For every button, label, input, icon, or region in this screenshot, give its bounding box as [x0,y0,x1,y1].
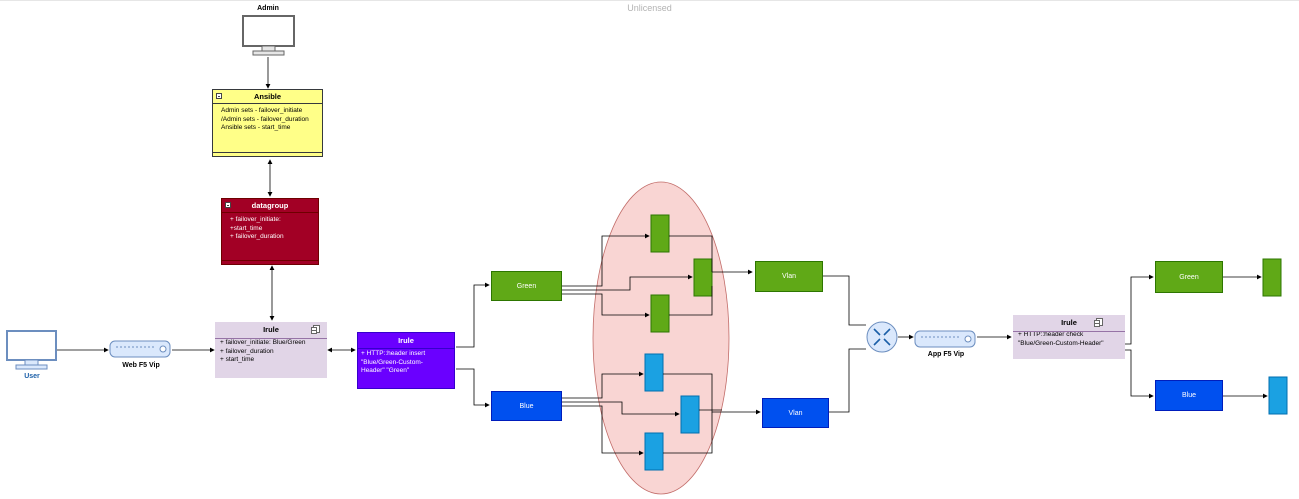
web-f5-vip-device-icon [109,340,171,358]
blue-pool-box[interactable]: Blue [491,391,562,421]
green-vlan-box[interactable]: Vlan [755,261,823,292]
blue-app-pool-box[interactable]: Blue [1155,380,1223,411]
admin-label: Admin [257,5,279,12]
user-monitor-icon [6,330,57,370]
collapse-icon[interactable] [216,93,222,99]
datagroup-attributes: + failover_initiate: +start_time + failo… [230,216,284,240]
irule-header-insert-attributes: + HTTP::header insert "Blue/Green-Custom… [361,350,426,374]
irule-header-insert-divider [358,348,454,349]
web-f5-vip-label: Web F5 Vip [122,362,160,369]
router-icon [866,321,898,353]
irule-header-insert-box[interactable]: Irule + HTTP::header insert "Blue/Green-… [357,332,455,389]
canvas-top-border [0,0,1299,1]
ansible-box[interactable]: Ansible Admin sets - failover_initiate /… [212,89,323,157]
irule-web-title: Irule [263,325,279,334]
blue-vlan-box[interactable]: Vlan [762,398,829,428]
user-label: User [24,373,40,380]
component-icon [1094,318,1103,327]
ansible-attributes: Admin sets - failover_initiate /Admin se… [221,107,309,131]
irule-app-title: Irule [1061,318,1077,327]
irule-web-attributes: + failover_initiate: Blue/Green + failov… [220,339,306,363]
admin-monitor-icon [242,15,295,56]
irule-app-box[interactable]: Irule + HTTP::header check "Blue/Green-C… [1013,315,1125,359]
unlicensed-watermark: Unlicensed [627,3,672,13]
irule-web-divider [215,338,327,339]
collapse-icon[interactable] [225,202,231,208]
irule-app-divider [1013,331,1125,332]
app-f5-vip-device-icon [914,330,976,348]
green-pool-box[interactable]: Green [491,271,562,301]
component-icon [311,325,320,334]
server-icons [644,214,1288,471]
datagroup-box[interactable]: datagroup + failover_initiate: +start_ti… [221,198,319,265]
ansible-divider [213,152,322,153]
app-f5-vip-label: App F5 Vip [927,351,965,358]
connector-lines [57,57,1268,456]
irule-header-insert-title: Irule [398,336,414,345]
green-app-pool-box[interactable]: Green [1155,261,1223,293]
ansible-title: Ansible [253,92,282,101]
datagroup-title: datagroup [251,201,289,210]
datagroup-divider [222,260,318,261]
irule-app-attributes: + HTTP::header check "Blue/Green-Custom-… [1018,331,1104,347]
irule-web-box[interactable]: Irule + failover_initiate: Blue/Green + … [215,322,327,378]
